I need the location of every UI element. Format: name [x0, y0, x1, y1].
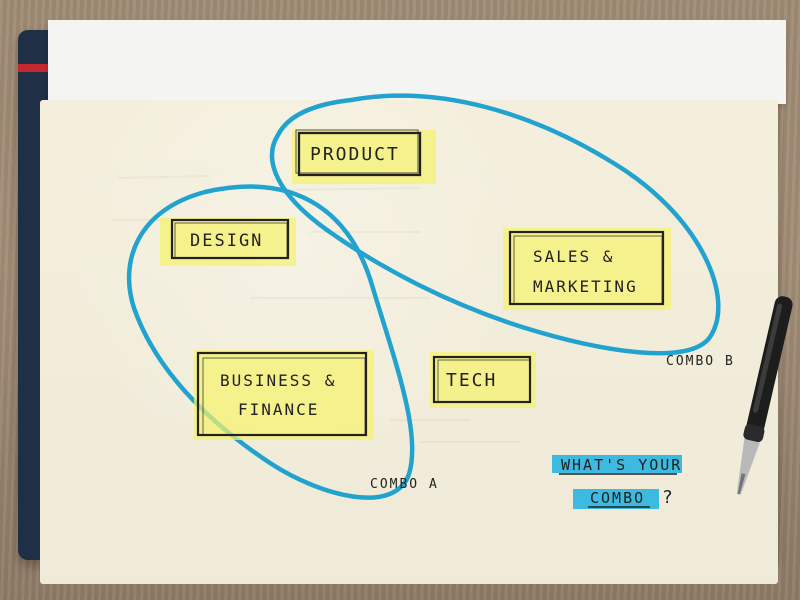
product-frame-secondary	[295, 129, 419, 174]
business-finance-highlight	[194, 350, 374, 440]
marketing-label: MARKETING	[533, 277, 638, 296]
sales-marketing-highlight	[503, 228, 671, 310]
tech-box: TECH	[430, 352, 536, 408]
question-line-1: WHAT'S YOUR	[561, 456, 682, 474]
combo-a-label: COMBO A	[370, 477, 439, 492]
combo-b-label: COMBO B	[666, 354, 735, 369]
question-highlight-line-1	[552, 455, 682, 473]
pen-tip	[736, 439, 760, 495]
pen-point	[737, 473, 746, 495]
sales-label: SALES &	[533, 247, 614, 266]
bookmark-ribbon	[18, 64, 66, 72]
tech-frame-secondary	[437, 359, 531, 403]
pen-icon	[736, 296, 793, 495]
question-highlight-line-2	[573, 489, 659, 509]
sales-marketing-box: SALES & MARKETING	[503, 228, 671, 310]
tech-highlight	[430, 352, 536, 408]
business-finance-box: BUSINESS & FINANCE	[194, 350, 374, 440]
question-mark: ?	[662, 487, 675, 508]
business-label: BUSINESS &	[220, 371, 336, 390]
top-page-edge	[48, 20, 786, 104]
design-box: DESIGN	[160, 218, 296, 266]
tech-label: TECH	[446, 370, 497, 391]
product-box: PRODUCT	[292, 129, 436, 184]
combo-b-loop	[269, 93, 721, 356]
business-finance-frame-secondary	[202, 357, 366, 436]
pen-ring	[743, 423, 765, 443]
pen-shine	[753, 303, 783, 413]
product-frame	[297, 131, 422, 177]
product-label: PRODUCT	[310, 144, 400, 165]
finance-label: FINANCE	[238, 400, 319, 419]
question-line-2: COMBO	[590, 489, 645, 507]
question-note: WHAT'S YOUR COMBO ?	[552, 455, 682, 509]
design-label: DESIGN	[190, 231, 263, 251]
design-frame-secondary	[174, 222, 288, 259]
sales-marketing-frame-secondary	[513, 235, 663, 305]
